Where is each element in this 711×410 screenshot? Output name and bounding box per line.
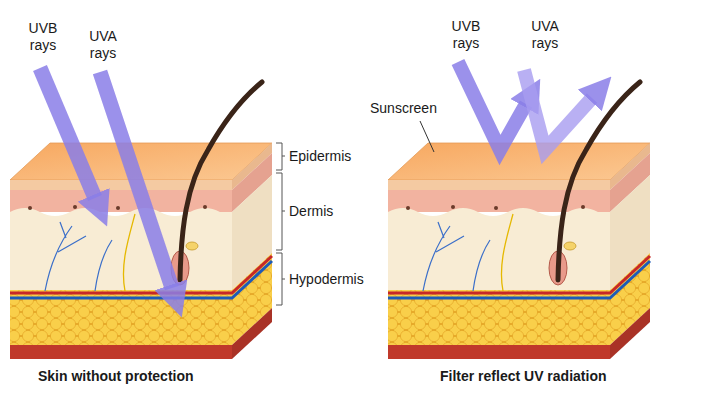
ray-label: UVA rays — [522, 18, 568, 52]
ray-label: UVB rays — [443, 18, 489, 52]
ray-label: UVA rays — [80, 28, 126, 62]
leader-line — [420, 121, 434, 152]
bracket — [276, 253, 285, 305]
uvb-reflected-arrow — [458, 62, 526, 150]
ray-label: UVB rays — [20, 20, 66, 54]
uva-arrow — [100, 72, 172, 288]
panel-caption: Skin without protection — [38, 368, 194, 385]
layer-label: Dermis — [289, 203, 333, 220]
bracket — [276, 143, 285, 170]
bracket — [276, 173, 285, 250]
panel-caption: Filter reflect UV radiation — [440, 368, 606, 385]
layer-label: Epidermis — [289, 148, 351, 165]
uvb-arrow — [40, 68, 95, 198]
layer-label: Hypodermis — [289, 271, 364, 288]
part-label: Sunscreen — [370, 100, 437, 117]
uva-reflected-arrow — [524, 70, 592, 150]
skin-block-left — [10, 82, 272, 359]
